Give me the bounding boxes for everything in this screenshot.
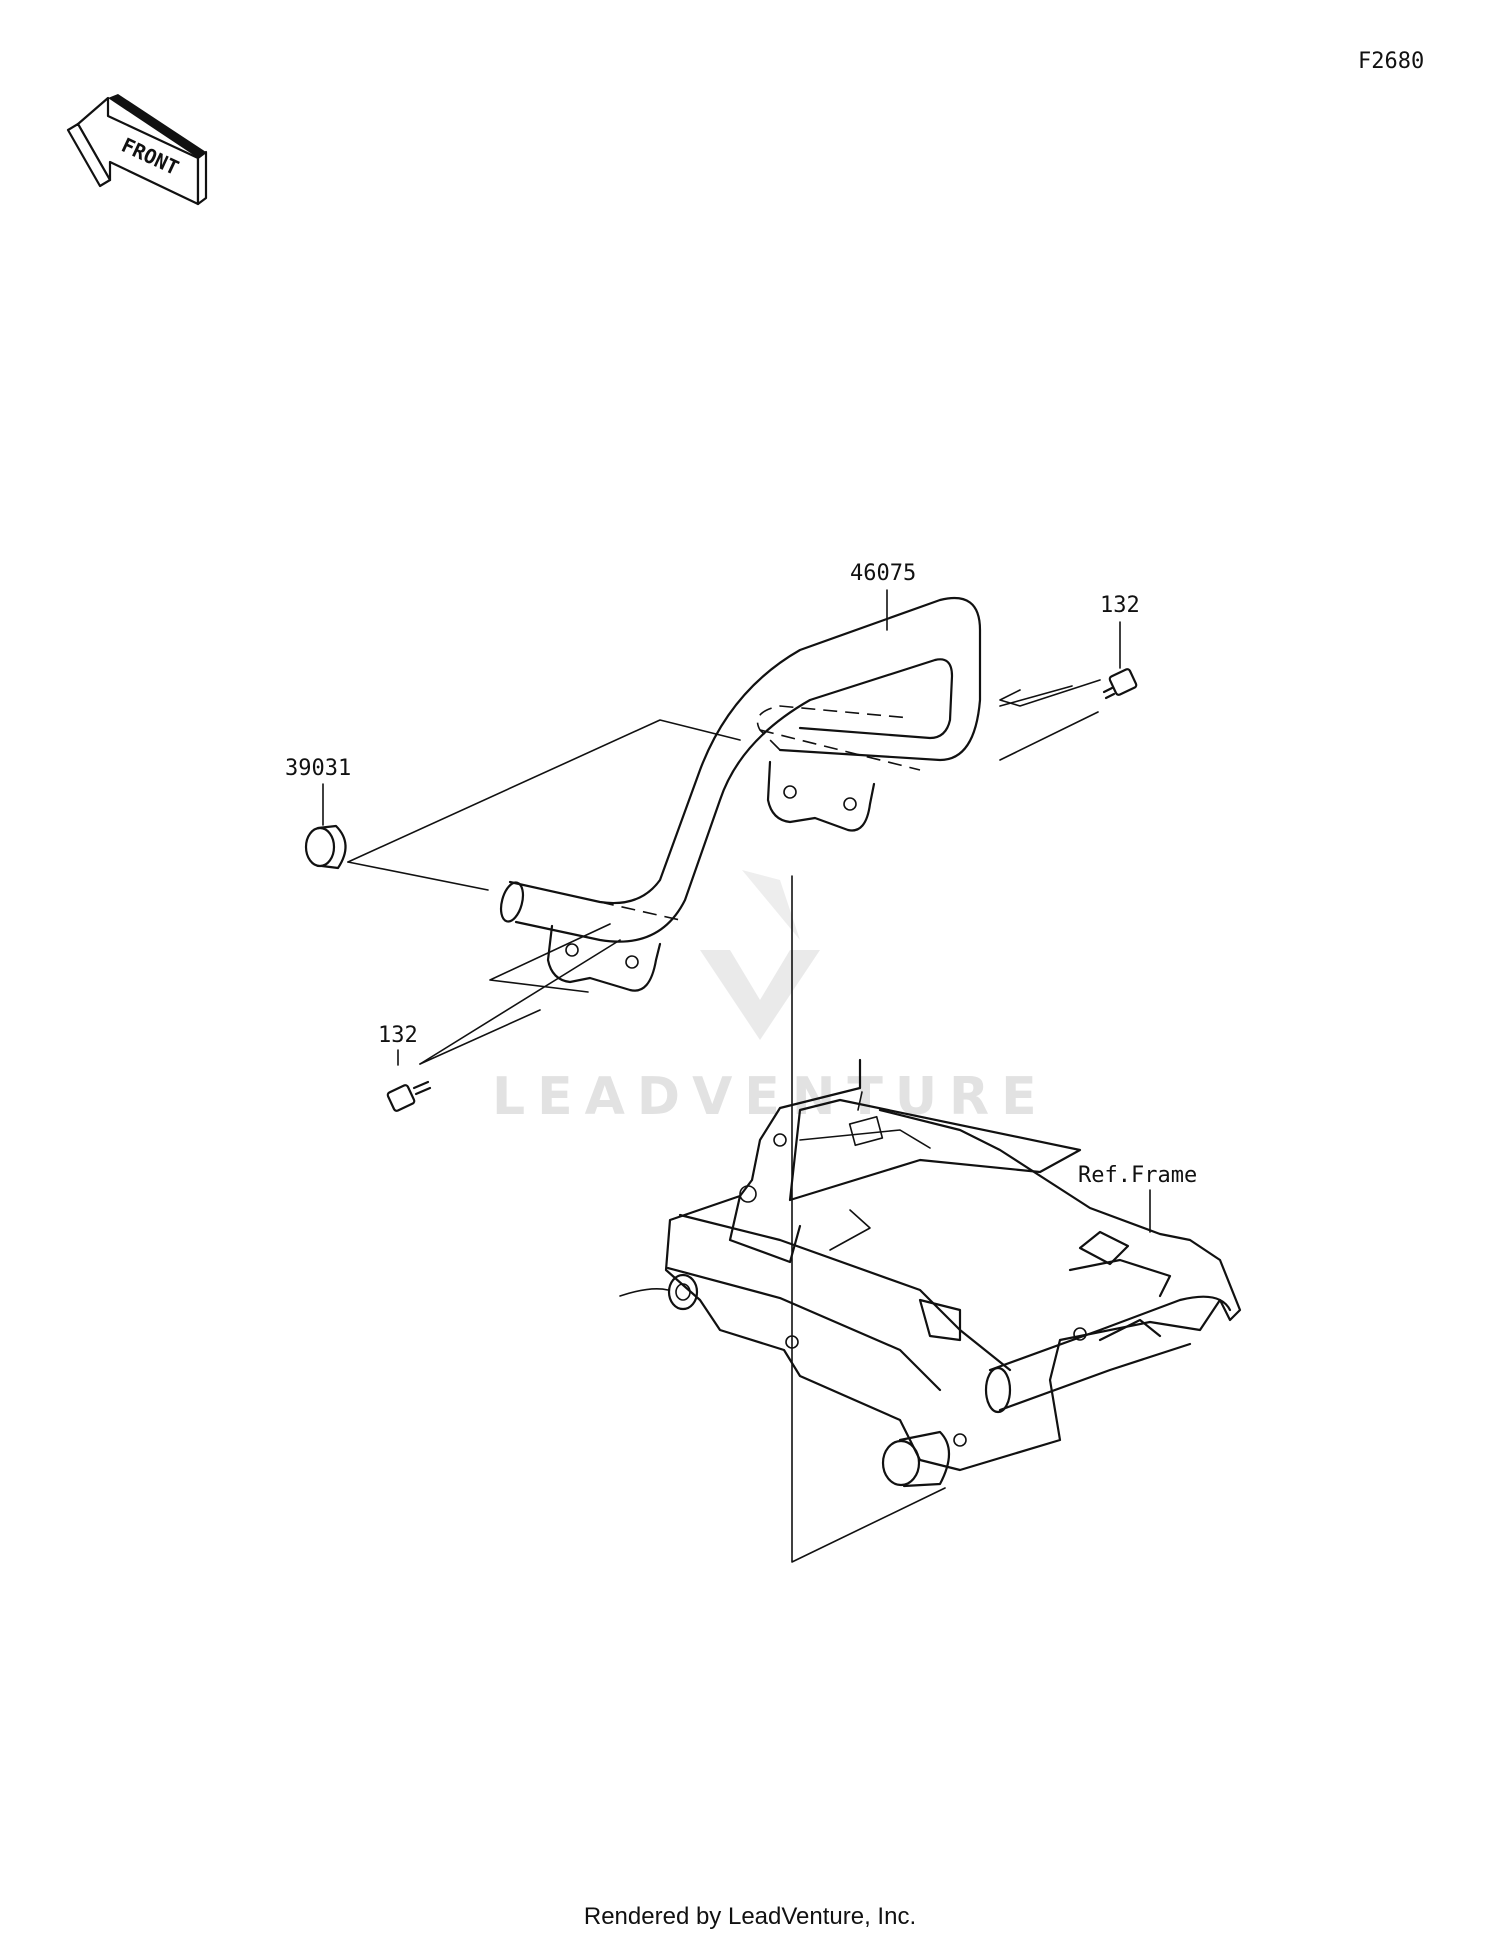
cap-39031 xyxy=(304,824,347,870)
rear-rack-bar xyxy=(499,596,982,992)
callout-132-left: 132 xyxy=(378,1023,418,1048)
bolt-132-right xyxy=(1102,668,1138,700)
callout-ref-frame: Ref.Frame xyxy=(1078,1163,1197,1188)
footer-credit: Rendered by LeadVenture, Inc. xyxy=(584,1903,916,1930)
watermark-logo-icon xyxy=(700,870,820,1040)
diagram-code: F2680 xyxy=(1358,49,1424,74)
watermark-text: LEADVENTURE xyxy=(492,1067,1049,1127)
front-arrow-icon: FRONT xyxy=(66,94,208,206)
bolt-132-left xyxy=(386,1080,432,1112)
callout-46075: 46075 xyxy=(850,561,916,586)
callout-132-right: 132 xyxy=(1100,593,1140,618)
callout-39031: 39031 xyxy=(285,756,351,781)
frame xyxy=(619,1058,1242,1488)
